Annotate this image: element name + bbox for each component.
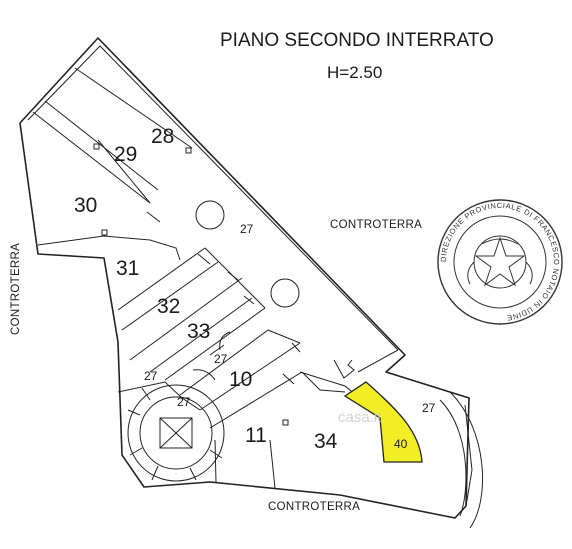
building-outline [19, 37, 484, 529]
spiral-staircase [127, 384, 225, 482]
stamp-ring-text: DIREZIONE PROVINCIALE DI FRANCESCO NOTAI… [439, 201, 561, 323]
unit-label-34: 34 [314, 430, 338, 453]
unit-label-28: 28 [151, 125, 174, 148]
unit-label-33: 33 [187, 320, 210, 343]
emblem-icon [467, 235, 533, 289]
unit-label-31: 31 [116, 257, 139, 280]
plan-title: PIANO SECONDO INTERRATO [220, 30, 494, 51]
unit-label-40: 40 [394, 437, 408, 451]
common-area-label-right: 27 [422, 401, 436, 415]
unit-label-10: 10 [229, 368, 252, 391]
highlighted-unit-40[interactable] [343, 381, 423, 463]
common-area-label-b: 27 [214, 352, 228, 366]
unit-label-29: 29 [114, 143, 137, 166]
common-area-label-c: 27 [177, 395, 191, 409]
interior-walls [32, 67, 399, 489]
unit-label-30: 30 [74, 194, 97, 217]
side-label-left: CONTROTERRA [10, 243, 22, 335]
watermark: casa.it [338, 409, 382, 426]
side-label-bottom: CONTROTERRA [268, 501, 360, 513]
side-label-top-right: CONTROTERRA [330, 219, 422, 231]
unit-label-32: 32 [157, 295, 180, 318]
common-area-label-a: 27 [144, 369, 158, 383]
notary-stamp: DIREZIONE PROVINCIALE DI FRANCESCO NOTAI… [437, 199, 563, 325]
common-area-label-main: 27 [240, 222, 254, 236]
unit-label-11: 11 [245, 424, 267, 447]
ceiling-height: H=2.50 [327, 63, 382, 82]
